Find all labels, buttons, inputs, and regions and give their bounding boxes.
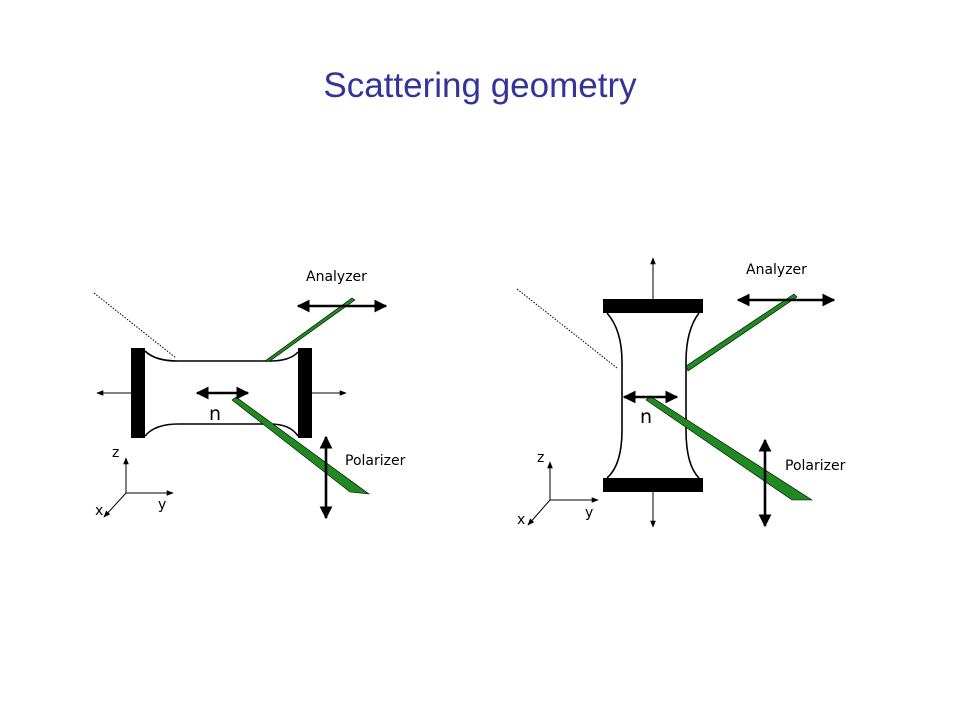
right-axes: z y x: [517, 450, 599, 528]
right-director-label: n: [640, 406, 652, 428]
left-analyzer-label: Analyzer: [306, 269, 367, 285]
left-axis-x: x: [95, 503, 103, 519]
left-director-label: n: [209, 403, 221, 425]
right-electrode-bottom: [603, 478, 703, 492]
right-axis-z: z: [537, 450, 544, 466]
right-axis-x: x: [517, 512, 525, 528]
right-electrode-top: [603, 299, 703, 313]
left-electrode-right: [298, 348, 312, 438]
slide-title: Scattering geometry: [323, 66, 637, 105]
left-polarizer-label: Polarizer: [345, 453, 406, 469]
right-cell-body: [606, 312, 700, 479]
left-electrode-left: [131, 348, 145, 438]
left-diagram: n Analyzer Polarizer z y x: [93, 269, 406, 520]
left-axis-y: y: [158, 497, 166, 513]
right-incident-beam: [516, 288, 618, 369]
left-incident-beam: [93, 292, 177, 359]
left-cell-body: [144, 350, 299, 437]
left-axes: z y x: [95, 445, 174, 519]
right-analyzer-label: Analyzer: [746, 262, 807, 278]
right-diagram: n Analyzer Polarizer z y x: [516, 257, 846, 528]
right-polarizer-label: Polarizer: [785, 458, 846, 474]
right-axis-y: y: [585, 505, 593, 521]
left-axis-z: z: [112, 445, 119, 461]
